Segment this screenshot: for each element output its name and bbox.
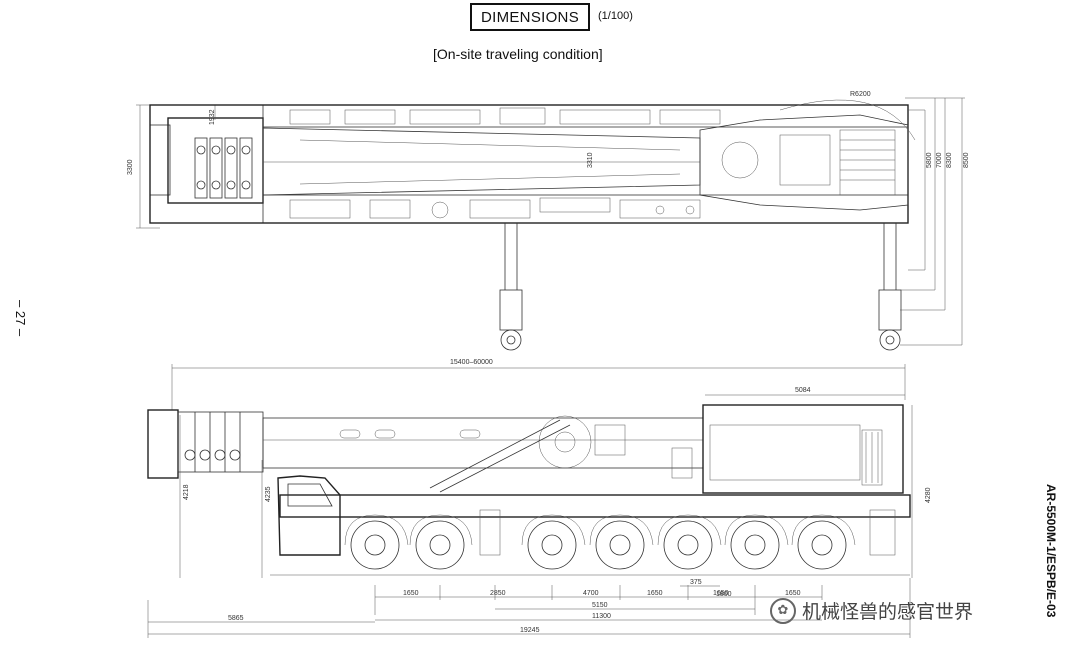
dim-wheelbase-a: 5150 [592,602,608,609]
dim-height-left: 4218 [183,484,190,500]
dim-boom-section: 1932 [209,109,216,125]
dim-axle-1: 1650 [403,590,419,597]
watermark: ✿ 机械怪兽的感官世界 [770,597,973,624]
dim-outrigger-2: 7000 [936,152,943,168]
dim-boom-length: 15400–60000 [450,359,493,366]
dim-overhang-offset: 375 [690,579,702,586]
drawing-scale: (1/100) [598,10,633,22]
top-view: 3300 1932 3310 [127,91,970,351]
outrigger-front [499,223,523,351]
dim-front-overhang: 5865 [228,615,244,622]
dim-boom-center: 3310 [587,152,594,168]
dim-axle-5: 1650 [713,590,729,597]
drawing-subtitle: [On-site traveling condition] [433,46,603,62]
dim-axle-4: 1650 [647,590,663,597]
dim-overall-width: 3300 [127,159,134,175]
wechat-logo-icon: ✿ [770,597,796,624]
dim-axle-2: 2850 [490,590,506,597]
page-title: DIMENSIONS [480,8,579,26]
wheels [350,520,847,570]
dim-axle-7: 1650 [785,590,801,597]
dim-overall-length: 19245 [520,627,540,634]
dim-axle-6-visible: 1800 [716,591,732,598]
dim-outrigger-4: 8500 [963,152,970,168]
side-view: 15400–60000 5084 [147,359,932,638]
page-title-box: DIMENSIONS [470,3,590,31]
dim-outrigger-3: 8300 [946,152,953,168]
outrigger-rear [878,223,902,351]
watermark-text: 机械怪兽的感官世界 [802,601,974,623]
dim-cab-height: 4235 [265,486,272,502]
dim-outrigger-1: 5800 [926,152,933,168]
dim-axle-3: 4700 [583,590,599,597]
dim-tail-radius: R6200 [850,91,871,98]
dim-height-right: 4280 [925,487,932,503]
dim-tail-length: 5084 [795,387,811,394]
dim-wheelbase-b: 11300 [592,613,611,620]
